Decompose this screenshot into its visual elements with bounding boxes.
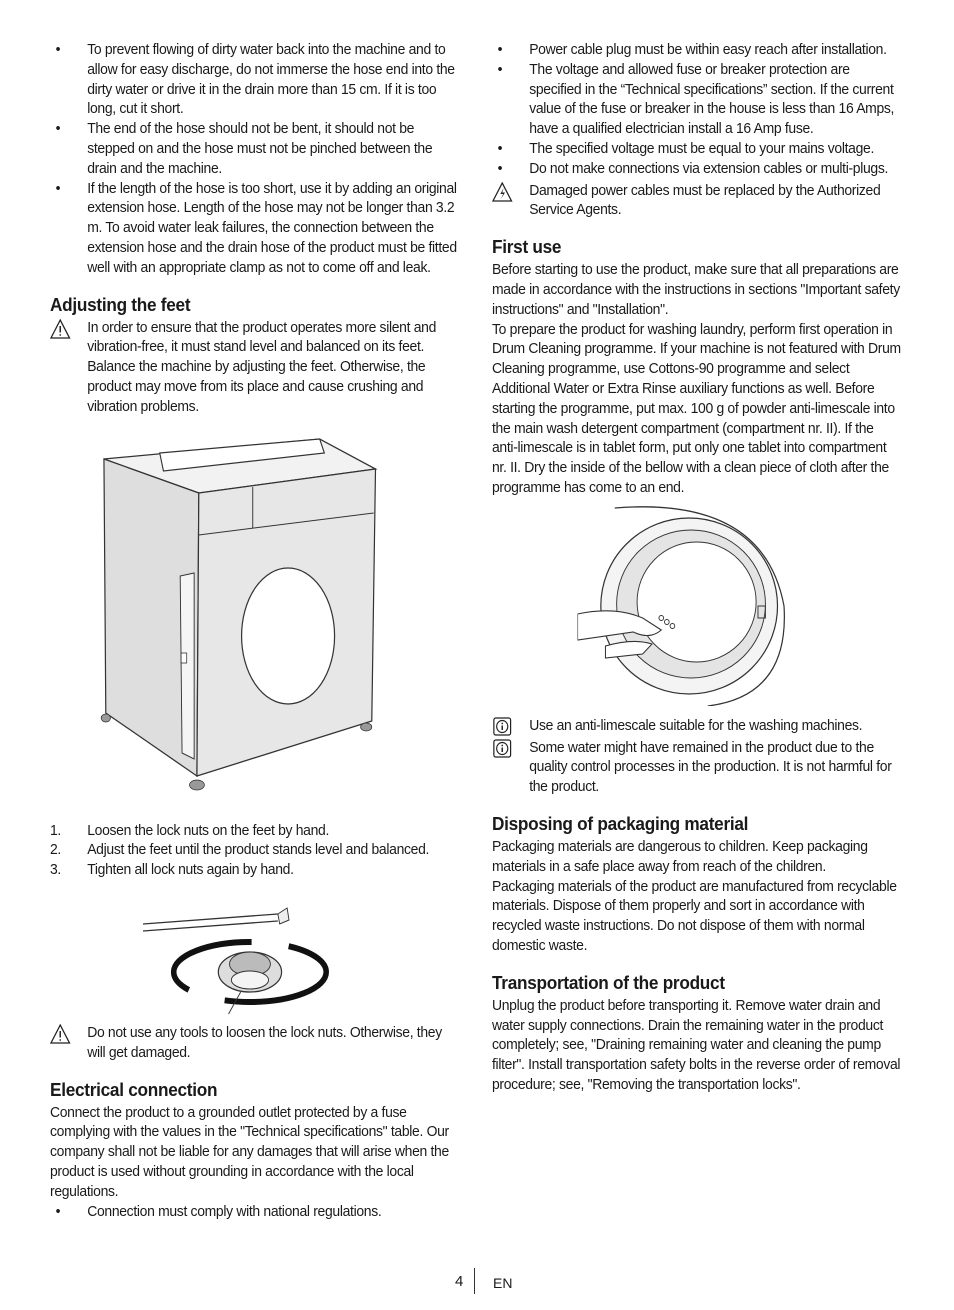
electric-warning-icon	[492, 181, 513, 202]
info-note: Some water might have remained in the pr…	[492, 738, 901, 797]
list-item: •If the length of the hose is too short,…	[55, 179, 458, 276]
list-item: •The voltage and allowed fuse or breaker…	[497, 60, 895, 138]
section-heading-adjusting-feet: Adjusting the feet	[50, 293, 191, 315]
list-item: •The end of the hose should not be bent,…	[55, 120, 433, 177]
paragraph: To prepare the product for washing laund…	[492, 320, 901, 496]
paragraph: Unplug the product before transporting i…	[492, 996, 901, 1093]
list-item: 3.Tighten all lock nuts again by hand.	[50, 861, 294, 879]
footer-divider	[474, 1268, 475, 1294]
warning-note: In order to ensure that the product oper…	[50, 318, 461, 417]
washing-machine-illustration	[100, 437, 378, 790]
left-column: •To prevent flowing of dirty water back …	[50, 40, 461, 1221]
right-column: •Power cable plug must be within easy re…	[492, 40, 901, 1095]
page-number: 4	[455, 1273, 464, 1290]
list-item: •To prevent flowing of dirty water back …	[55, 41, 455, 118]
warning-triangle-icon	[50, 1023, 71, 1044]
foot-lock-nut-illustration	[142, 907, 330, 1015]
list-item: •Do not make connections via extension c…	[497, 159, 889, 177]
paragraph: Packaging materials of the product are m…	[492, 877, 897, 954]
info-note: Use an anti-limescale suitable for the w…	[492, 716, 901, 736]
electric-warning-note: Damaged power cables must be replaced by…	[492, 181, 901, 221]
section-heading-electrical-connection: Electrical connection	[50, 1078, 218, 1100]
warning-note: Do not use any tools to loosen the lock …	[50, 1023, 461, 1063]
section-heading-first-use: First use	[492, 236, 562, 258]
paragraph: Packaging materials are dangerous to chi…	[492, 837, 868, 875]
section-heading-transportation: Transportation of the product	[492, 971, 725, 993]
info-icon	[493, 717, 512, 736]
warning-triangle-icon	[50, 318, 71, 339]
paragraph: Connect the product to a grounded outlet…	[50, 1103, 449, 1200]
list-item: 1.Loosen the lock nuts on the feet by ha…	[50, 821, 330, 839]
language-code: EN	[493, 1275, 513, 1291]
info-icon	[493, 738, 512, 758]
list-item: •The specified voltage must be equal to …	[497, 139, 875, 157]
list-item: 2.Adjust the feet until the product stan…	[50, 841, 430, 859]
list-item: •Connection must comply with national re…	[55, 1202, 382, 1220]
list-item: •Power cable plug must be within easy re…	[497, 41, 887, 58]
section-heading-packaging: Disposing of packaging material	[492, 812, 749, 834]
paragraph: Before starting to use the product, make…	[492, 261, 900, 318]
drum-cleaning-illustration	[577, 505, 785, 706]
